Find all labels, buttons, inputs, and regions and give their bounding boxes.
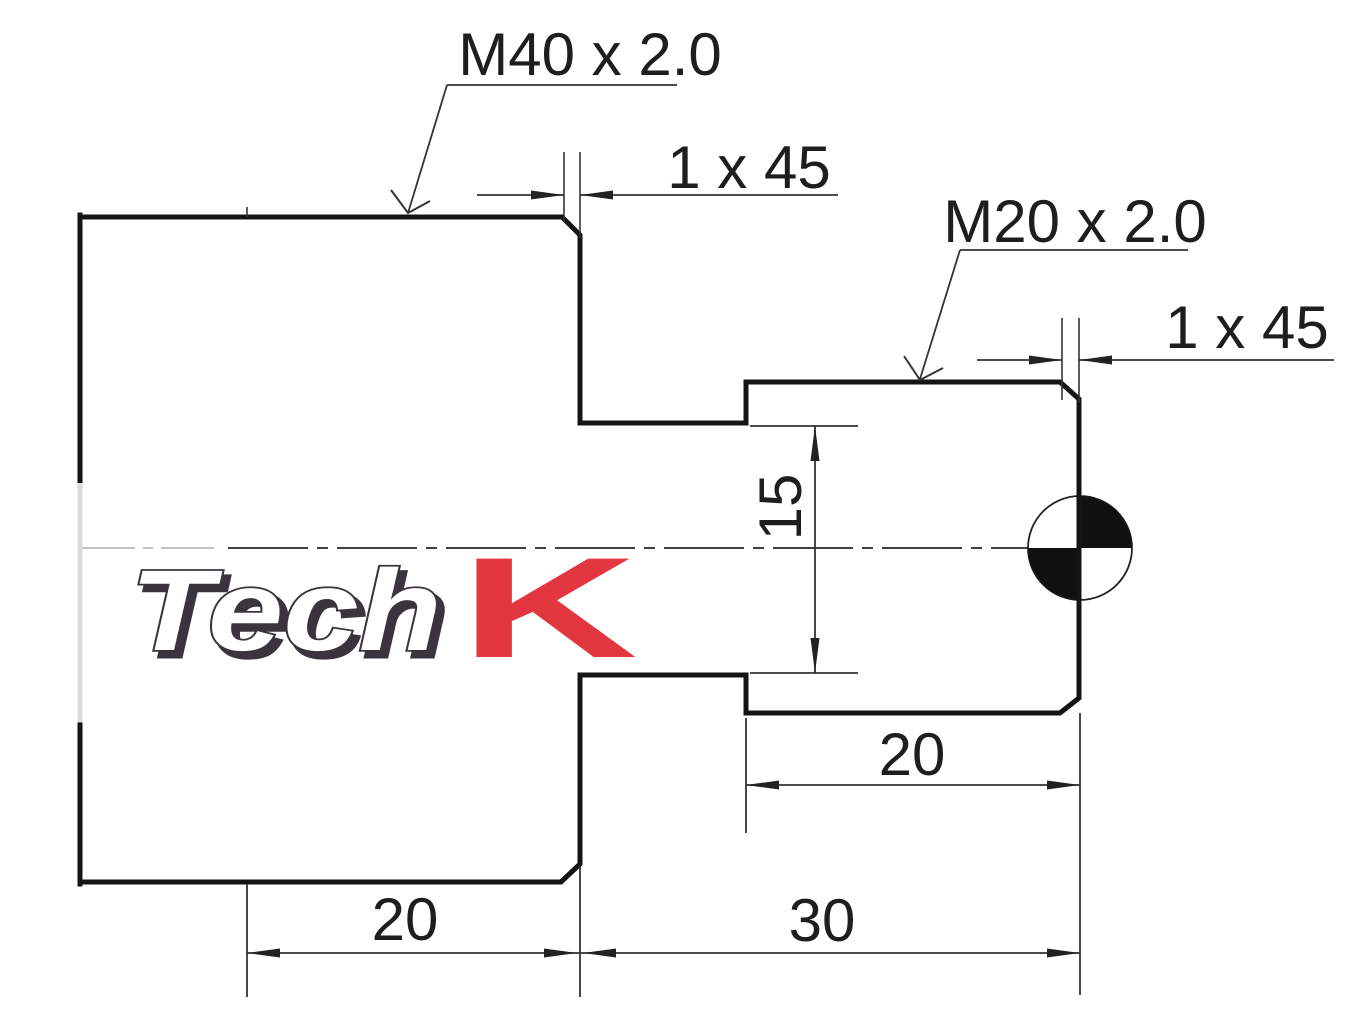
dim-neck-diameter: 15 <box>747 425 858 674</box>
dim20minor-value: 20 <box>879 721 946 788</box>
callout-thread-minor: M20 x 2.0 <box>903 188 1207 382</box>
leader-line-minor <box>919 249 961 380</box>
dim-thread-major-length: 20 <box>246 884 580 997</box>
dim20major-arrow-left-icon <box>247 948 280 958</box>
chamfer-dim-minor: 1 x 45 <box>977 294 1334 403</box>
chamfer-major-label: 1 x 45 <box>667 134 830 201</box>
dim-thread-minor-length: 20 <box>745 713 1081 995</box>
brand-logo: Tech Tech K <box>128 528 638 688</box>
dim-tail-length: 30 <box>579 866 1080 997</box>
thread-minor-label: M20 x 2.0 <box>943 188 1206 255</box>
leader-arrow-minor-icon <box>903 355 944 382</box>
dim15-arrow-down-icon <box>810 638 820 673</box>
logo-tech-face: Tech <box>130 546 442 675</box>
leader-line-major <box>407 84 448 214</box>
dim20major-value: 20 <box>372 886 439 953</box>
datum-quadrant-upper-right <box>1080 496 1132 548</box>
dim15-value: 15 <box>747 474 814 541</box>
chamfer-dim-major: 1 x 45 <box>477 134 838 238</box>
thread-major-label: M40 x 2.0 <box>458 21 721 88</box>
chamfer-minor-arrow-right-icon <box>1029 355 1062 365</box>
chamfer-minor-label: 1 x 45 <box>1165 294 1328 361</box>
chamfer-major-arrow-right-icon <box>531 190 564 200</box>
part-outline <box>77 207 1082 887</box>
logo-k-accent: K <box>460 528 638 688</box>
leader-arrow-major-icon <box>390 189 431 215</box>
datum-quadrant-lower-left <box>1028 548 1080 600</box>
callout-thread-major: M40 x 2.0 <box>390 21 722 215</box>
chamfer-minor-arrow-left-icon <box>1079 355 1112 365</box>
dim30-arrow-right-icon <box>1047 948 1080 958</box>
logo-tech-wordmark: Tech Tech <box>128 544 450 684</box>
dim20minor-arrow-right-icon <box>1047 780 1080 790</box>
dim20minor-arrow-left-icon <box>746 780 779 790</box>
chamfer-major-arrow-left-icon <box>580 190 613 200</box>
dim20major-arrow-right-icon <box>544 948 577 958</box>
part-profile-path <box>77 214 1082 885</box>
dim30-value: 30 <box>789 887 856 954</box>
dim15-arrow-up-icon <box>810 426 820 461</box>
dim30-arrow-left-icon <box>583 948 616 958</box>
logo-tech-shadow: Tech <box>136 552 448 681</box>
